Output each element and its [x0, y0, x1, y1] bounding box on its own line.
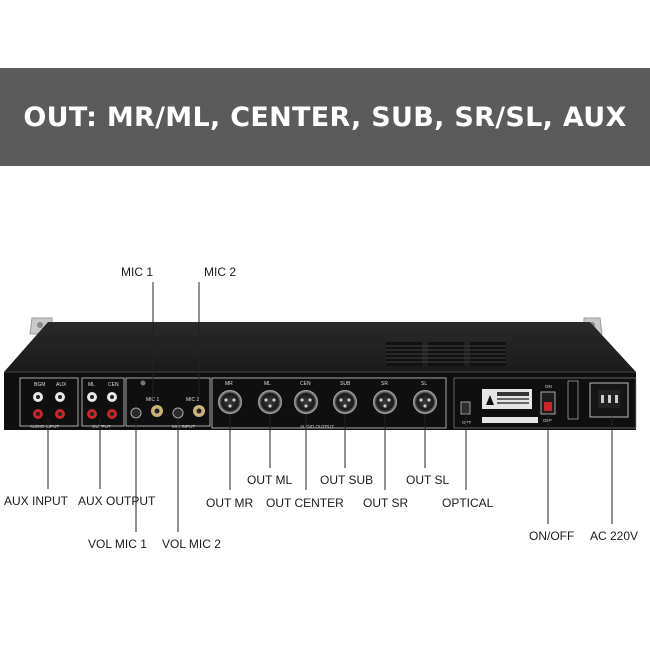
label-mic2: MIC 2	[204, 265, 237, 279]
svg-text:OUTPUT: OUTPUT	[92, 424, 111, 429]
label-mic1: MIC 1	[121, 265, 154, 279]
svg-text:CEN: CEN	[108, 382, 119, 388]
xlr-out-ml	[258, 390, 282, 414]
optical-port	[460, 401, 471, 415]
svg-text:ON: ON	[545, 384, 552, 389]
svg-text:OPT: OPT	[462, 420, 472, 425]
xlr-out-sub	[333, 390, 357, 414]
xlr-out-sl	[413, 390, 437, 414]
label-vol-mic1: VOL MIC 1	[88, 537, 147, 551]
label-out-center: OUT CENTER	[266, 496, 344, 510]
label-on-off: ON/OFF	[529, 529, 575, 543]
label-ac-220v: AC 220V	[590, 529, 639, 543]
svg-text:BGM: BGM	[34, 382, 45, 388]
svg-text:AUX: AUX	[56, 382, 67, 388]
callout-lines	[47, 282, 613, 532]
label-aux-output: AUX OUTPUT	[78, 494, 156, 508]
svg-text:MIC INPUT: MIC INPUT	[172, 424, 195, 429]
audio-input-section: BGM AUX AUDIO INPUT	[19, 377, 79, 429]
svg-text:SL: SL	[421, 381, 427, 387]
label-aux-input: AUX INPUT	[4, 494, 69, 508]
xlr-out-center	[294, 390, 318, 414]
audio-output-section: MR ML CEN SUB SR SL AUDIO OUTPUT	[211, 377, 447, 429]
mic-input-section: MIC 1 MIC 2 MIC INPUT	[125, 377, 211, 429]
xlr-out-mr	[218, 390, 242, 414]
label-out-sub: OUT SUB	[320, 473, 374, 487]
vent-grille	[386, 342, 506, 366]
svg-text:ML: ML	[88, 382, 95, 388]
svg-text:MR: MR	[225, 381, 233, 387]
chassis-top	[4, 322, 636, 372]
label-out-sr: OUT SR	[363, 496, 409, 510]
svg-text:CEN: CEN	[300, 381, 311, 387]
svg-text:MIC 1: MIC 1	[146, 397, 160, 403]
aux-output-section: ML CEN OUTPUT	[81, 377, 125, 429]
label-out-mr: OUT MR	[206, 496, 254, 510]
svg-text:ML: ML	[264, 381, 271, 387]
power-section: OPT ON OFF	[453, 377, 637, 429]
label-optical: OPTICAL	[442, 496, 494, 510]
banner-title: OUT: MR/ML, CENTER, SUB, SR/SL, AUX	[23, 101, 627, 133]
svg-text:MIC 2: MIC 2	[186, 397, 200, 403]
label-out-sl: OUT SL	[406, 473, 450, 487]
xlr-out-sr	[373, 390, 397, 414]
svg-text:SUB: SUB	[340, 381, 351, 387]
svg-text:AUDIO INPUT: AUDIO INPUT	[30, 424, 59, 429]
label-vol-mic2: VOL MIC 2	[162, 537, 221, 551]
title-banner: OUT: MR/ML, CENTER, SUB, SR/SL, AUX	[0, 68, 650, 166]
svg-text:AUDIO OUTPUT: AUDIO OUTPUT	[300, 424, 334, 429]
label-out-ml: OUT ML	[247, 473, 293, 487]
svg-text:SR: SR	[381, 381, 388, 387]
